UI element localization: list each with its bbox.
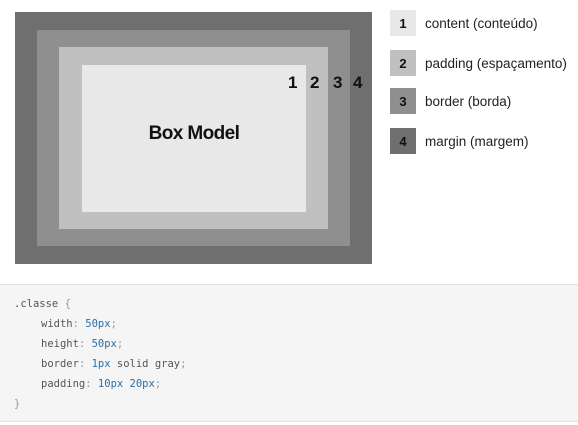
code-line-close: } xyxy=(14,397,20,411)
code-value-rest: solid gray xyxy=(110,358,181,370)
legend-label: margin (margem) xyxy=(425,133,529,149)
code-value: 50px xyxy=(91,338,117,350)
code-property: height xyxy=(41,338,79,350)
code-open-brace: { xyxy=(64,298,71,310)
legend-item-content: 1 content (conteúdo) xyxy=(390,10,538,36)
legend-label: border (borda) xyxy=(425,93,512,109)
code-value: 1px xyxy=(91,358,111,370)
legend-item-border: 3 border (borda) xyxy=(390,88,511,114)
code-close-brace: } xyxy=(14,398,21,410)
layer-number-margin: 4 xyxy=(353,73,363,92)
legend-label: content (conteúdo) xyxy=(425,15,538,31)
code-property: width xyxy=(41,318,73,330)
legend-swatch: 2 xyxy=(390,50,416,76)
legend-swatch: 3 xyxy=(390,88,416,114)
layer-number-padding: 2 xyxy=(310,73,320,92)
code-line-border: border: 1px solid gray; xyxy=(41,358,187,370)
layer-number-border: 3 xyxy=(333,73,343,92)
legend-swatch: 1 xyxy=(390,10,416,36)
code-line-padding: padding: 10px 20px; xyxy=(41,378,162,390)
code-property: padding xyxy=(41,378,86,390)
layer-number-content: 1 xyxy=(288,73,298,92)
code-value: 10px 20px xyxy=(97,378,155,390)
diagram-title: Box Model xyxy=(148,123,240,144)
css-code-block: .classe { width: 50px; height: 50px; bor… xyxy=(0,284,578,422)
legend-label: padding (espaçamento) xyxy=(425,55,567,71)
code-line-width: width: 50px; xyxy=(41,318,117,330)
legend-item-padding: 2 padding (espaçamento) xyxy=(390,50,567,76)
code-line-selector: .classe { xyxy=(14,297,71,311)
code-value: 50px xyxy=(85,318,111,330)
code-line-height: height: 50px; xyxy=(41,338,124,350)
code-selector: .classe xyxy=(14,298,59,310)
content-box xyxy=(82,65,306,212)
code-property: border xyxy=(41,358,79,370)
legend-item-margin: 4 margin (margem) xyxy=(390,128,529,154)
legend-swatch: 4 xyxy=(390,128,416,154)
